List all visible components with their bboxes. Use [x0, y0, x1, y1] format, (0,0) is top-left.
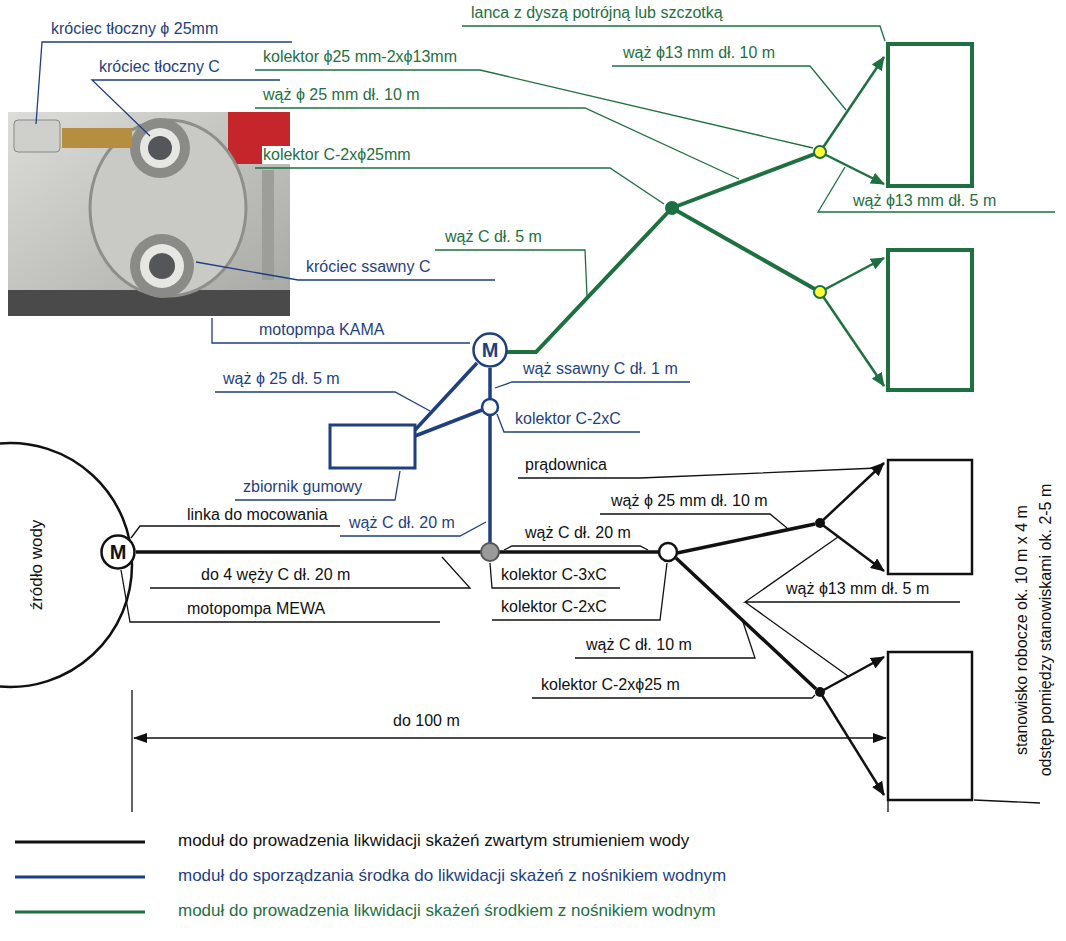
hose-connector: [136, 368, 490, 552]
callout-label: do 4 węży C dł. 20 m: [200, 566, 351, 584]
hose-arrow: [820, 463, 884, 523]
legend-entry: moduł do prowadzenia likwidacji skażeń z…: [178, 831, 689, 851]
pump-circle: [474, 334, 507, 367]
pump-pipe: [262, 170, 274, 280]
callout-label: motopompa MEWA: [186, 600, 326, 618]
callout-label: wąż C dł. 5 m: [444, 228, 543, 246]
callout-label: kolektor C-2xϕ25mm: [262, 146, 412, 164]
callout-label: do 100 m: [392, 712, 461, 730]
hose-arrow: [820, 523, 884, 571]
callout-label: wąż ϕ 25 dł. 5 m: [222, 370, 341, 388]
collector-dot: [815, 687, 825, 697]
collector-dot: [481, 543, 499, 561]
callout-label: kolektor C-2xC: [500, 598, 608, 616]
callout-label: wąż ssawny C dł. 1 m: [522, 360, 679, 378]
callout-label: motopmpa KAMA: [258, 321, 385, 339]
callout-label: lanca z dyszą potrójną lub szczotką: [470, 4, 724, 22]
hose-arrow: [820, 57, 884, 152]
pump-letter: M: [110, 542, 127, 562]
small-outlet: [14, 120, 60, 152]
callout-label: odstęp pomiędzy stanowiskami ok. 2-5 m: [1037, 483, 1055, 778]
leader-line: [121, 468, 1040, 803]
legend-text: moduł do sporządzania środka do likwidac…: [178, 866, 726, 885]
callout-label: króciec tłoczny ϕ 25mm: [50, 20, 219, 38]
callout-label: kolektor ϕ25 mm-2xϕ13mm: [262, 48, 458, 66]
leader-line: [255, 26, 1055, 296]
callout-label: wąż C dł. 20 m: [524, 524, 632, 542]
work-station: [888, 460, 972, 574]
hose-line: [136, 550, 490, 554]
callout-label: wąż ϕ 25 mm dł. 10 m: [262, 86, 421, 104]
collector-dot: [814, 146, 826, 158]
pump-symbol: M: [472, 332, 508, 368]
callout-label: prądownica: [524, 456, 608, 474]
callout-label: kolektor C-2xϕ25 m: [540, 676, 681, 694]
work-station: [888, 652, 972, 800]
callout-label: króciec ssawny C: [305, 258, 431, 276]
callout-label: linka do mocowania: [186, 506, 329, 524]
work-station: [888, 44, 972, 186]
callout-label: wąż ϕ 25 mm dł. 10 m: [610, 492, 769, 510]
outlet-port: [148, 136, 172, 160]
outlet-port: [140, 128, 180, 168]
callout-label: zbiornik gumowy: [242, 478, 363, 496]
suction-port: [130, 234, 194, 298]
legend-entry: moduł do sporządzania środka do likwidac…: [178, 866, 726, 886]
rubber-tank: [330, 425, 415, 468]
callout-label: wąż C dł. 20 m: [348, 514, 456, 532]
pump-letter: M: [482, 340, 499, 360]
suction-port: [149, 253, 175, 279]
hose-line: [415, 363, 482, 436]
pump-symbol: M: [100, 534, 136, 570]
callout-label: króciec tłoczny C: [98, 58, 221, 76]
hose-arrow: [820, 692, 884, 795]
pump-circle: [102, 536, 135, 569]
callout-label: kolektor C-2xC: [514, 410, 622, 428]
callout-label: wąż ϕ13 mm dł. 10 m: [622, 44, 776, 62]
legend-entry: moduł do prowadzenia likwidacji skażeń ś…: [178, 901, 716, 921]
collector-dot: [659, 543, 677, 561]
legend-text: moduł do prowadzenia likwidacji skażeń z…: [178, 831, 689, 850]
pump-photo: [8, 112, 290, 316]
source-label: źródło wody: [28, 520, 45, 611]
hose-arrow: [820, 292, 884, 386]
callout-label: wąż C dł. 10 m: [585, 636, 693, 654]
callout-label: kolektor C-3xC: [500, 566, 608, 584]
legend-sample: [15, 876, 145, 879]
collector-dot: [482, 399, 498, 415]
legend-sample: [15, 911, 145, 914]
extension-line: [132, 690, 888, 812]
collector-dot: [814, 286, 826, 298]
collector-dot: [665, 201, 679, 215]
hose-line: [488, 368, 492, 552]
suction-port: [140, 244, 184, 288]
legend-text: moduł do prowadzenia likwidacji skażeń ś…: [178, 901, 716, 920]
brass-fitting: [62, 128, 132, 148]
legend-sample: [15, 841, 145, 844]
outlet-port: [130, 118, 190, 178]
hose-line: [490, 524, 816, 689]
dimension-line: [134, 737, 886, 738]
work-station: [888, 250, 972, 390]
leader-line: [36, 42, 690, 536]
collector-dot: [815, 518, 825, 528]
callout-label: wąż ϕ13 mm dł. 5 m: [785, 580, 930, 598]
hose-line: [507, 152, 820, 352]
hose-arrow: [820, 152, 884, 184]
callout-label: stanowisko robocze ok. 10 m x 4 m: [1013, 504, 1031, 756]
hose-arrow: [820, 258, 884, 292]
callout-label: wąż ϕ13 mm dł. 5 m: [852, 192, 997, 210]
